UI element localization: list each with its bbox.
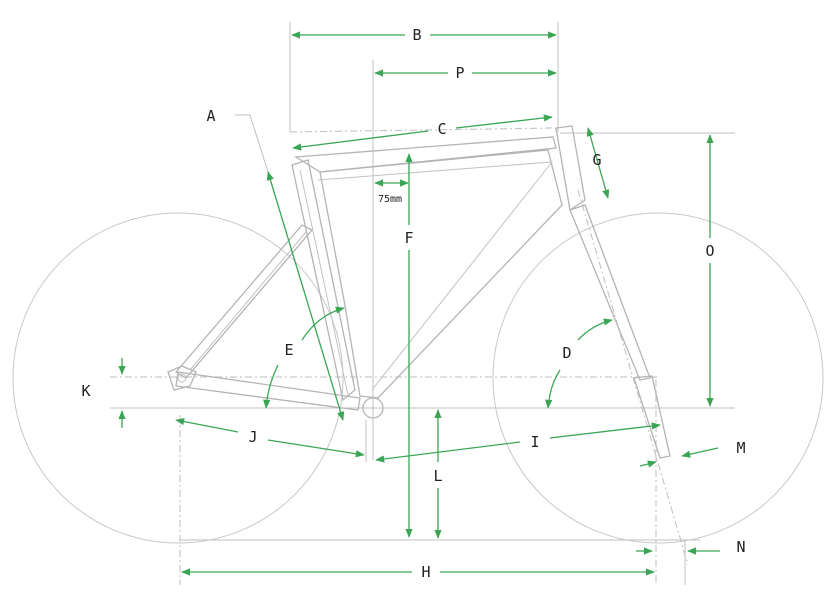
label-b: B bbox=[412, 26, 421, 44]
label-o: O bbox=[705, 242, 714, 260]
label-k: K bbox=[81, 382, 90, 400]
label-d: D bbox=[562, 344, 571, 362]
label-c: C bbox=[437, 120, 446, 138]
label-a: A bbox=[206, 107, 215, 125]
reference-lines bbox=[110, 22, 735, 585]
label-g: G bbox=[592, 151, 601, 169]
label-p: P bbox=[455, 64, 464, 82]
dimension-arrows bbox=[118, 31, 720, 576]
setback-note: 75mm bbox=[378, 194, 402, 205]
label-h: H bbox=[421, 563, 430, 581]
label-f: F bbox=[404, 229, 413, 247]
label-j: J bbox=[248, 428, 257, 446]
label-e: E bbox=[284, 341, 293, 359]
label-l: L bbox=[433, 467, 442, 485]
dimension-labels: A B C D E F G H I J K L M N O P 75mm bbox=[81, 26, 745, 581]
front-wheel bbox=[492, 212, 824, 544]
label-i: I bbox=[530, 433, 539, 451]
label-m: M bbox=[736, 439, 745, 457]
label-n: N bbox=[736, 538, 745, 556]
